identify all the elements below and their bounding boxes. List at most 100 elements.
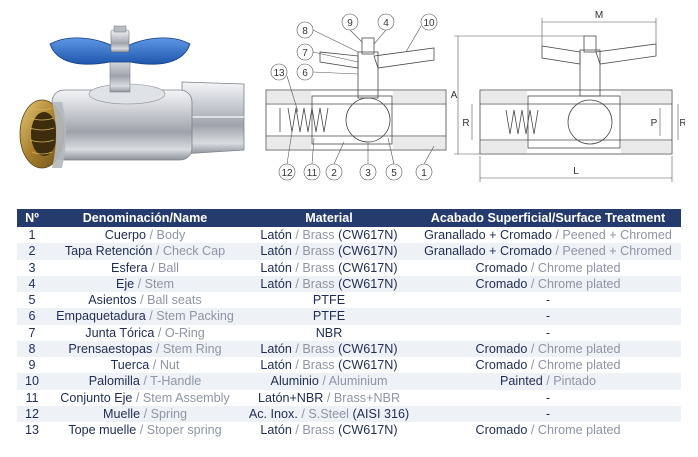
cell-number: 7 (17, 324, 47, 341)
treatment-secondary: Chrome plated (537, 260, 621, 275)
name-en: Body (156, 228, 186, 243)
material-grade: (CW617N) (338, 228, 398, 243)
cell-number: 10 (17, 373, 47, 390)
cell-number: 1 (17, 227, 47, 244)
cell-name: Tope muelle / Stoper spring (47, 422, 243, 439)
treatment-secondary: Chrome plated (537, 423, 621, 438)
cell-name: Muelle / Spring (47, 405, 243, 422)
material-es: Latón (260, 228, 292, 243)
cell-material: Latón / Brass (CW617N) (243, 275, 415, 292)
cell-material: PTFE (243, 292, 415, 309)
name-es: Eje (115, 276, 135, 291)
cell-name: Conjunto Eje / Stem Assembly (47, 389, 243, 406)
cell-material: Aluminio / Aluminium (243, 373, 415, 390)
cell-material: Latón / Brass (CW617N) (243, 227, 415, 244)
cell-surface-treatment: Granallado + Cromado / Peened + Chromed (415, 243, 681, 260)
treatment-primary: Cromado (475, 358, 528, 373)
parts-table-header: Nº Denominación/Name Material Acabado Su… (17, 209, 681, 227)
treatment-primary: Cromado (475, 423, 528, 438)
callout-13: 13 (273, 68, 285, 79)
cell-number: 11 (17, 389, 47, 406)
name-en: Nut (159, 358, 180, 373)
cell-surface-treatment: Granallado + Cromado / Peened + Chromed (415, 227, 681, 244)
cell-number: 3 (17, 259, 47, 276)
material-es: Latón (260, 276, 292, 291)
material-es: PTFE (312, 309, 346, 324)
section-drawing: 8 9 4 10 7 6 13 12 11 2 3 5 1 (265, 13, 447, 181)
callout-6: 6 (302, 68, 308, 79)
cell-name: Palomilla / T-Handle (47, 373, 243, 390)
dim-r-left: R (462, 118, 469, 129)
cell-surface-treatment: - (415, 389, 681, 406)
cell-surface-treatment: Cromado / Chrome plated (415, 259, 681, 276)
material-grade: (CW617N) (338, 244, 398, 259)
cell-number: 2 (17, 243, 47, 260)
treatment-primary: - (545, 293, 551, 308)
cell-material: NBR (243, 324, 415, 341)
dimension-drawing: M A R P R L (451, 10, 685, 182)
part-number: 4 (28, 276, 36, 291)
material-en: Brass (302, 260, 335, 275)
cell-name: Eje / Stem (47, 275, 243, 292)
part-number: 5 (28, 293, 36, 308)
cell-material: Ac. Inox. / S.Steel (AISI 316) (243, 405, 415, 422)
part-number: 13 (24, 423, 39, 438)
treatment-secondary: Peened + Chromed (562, 228, 672, 243)
part-number: 12 (24, 406, 39, 421)
part-number: 1 (28, 228, 36, 243)
material-en: Brass (302, 341, 335, 356)
treatment-primary: Cromado (475, 260, 528, 275)
cell-name: Empaquetadura / Stem Packing (47, 308, 243, 325)
name-en: Stoper spring (146, 423, 222, 438)
part-number: 3 (28, 260, 36, 275)
col-material: Material (243, 209, 415, 227)
cell-name: Cuerpo / Body (47, 227, 243, 244)
dim-a: A (451, 90, 458, 101)
name-en: Ball seats (147, 293, 202, 308)
treatment-secondary: Chrome plated (537, 341, 621, 356)
name-en: O-Ring (164, 325, 205, 340)
cell-name: Tapa Retención / Check Cap (47, 243, 243, 260)
part-number: 9 (28, 358, 36, 373)
treatment-primary: - (545, 406, 551, 421)
cell-surface-treatment: Cromado / Chrome plated (415, 340, 681, 357)
dim-r-right: R (679, 118, 685, 129)
treatment-primary: Granallado + Cromado (424, 244, 552, 259)
material-en: S.Steel (308, 406, 349, 421)
material-es: Aluminio (270, 374, 319, 389)
name-es: Tope muelle (68, 423, 137, 438)
material-es: Latón (260, 341, 292, 356)
cell-name: Prensaestopas / Stem Ring (47, 340, 243, 357)
material-en: Brass (302, 244, 335, 259)
cell-material: Latón / Brass (CW617N) (243, 340, 415, 357)
name-es: Tuerca (110, 358, 150, 373)
dim-m: M (595, 10, 603, 21)
name-en: Stem (144, 276, 175, 291)
treatment-primary: - (545, 390, 551, 405)
treatment-primary: Painted (500, 374, 543, 389)
callout-1: 1 (421, 168, 427, 179)
part-number: 10 (24, 374, 39, 389)
col-number: Nº (17, 209, 47, 227)
material-grade: (CW617N) (338, 276, 398, 291)
name-en: Stem Assembly (142, 390, 230, 405)
callout-4: 4 (383, 18, 389, 29)
name-es: Palomilla (88, 374, 140, 389)
treatment-primary: Granallado + Cromado (424, 228, 552, 243)
material-es: PTFE (312, 293, 346, 308)
material-es: Latón (260, 260, 292, 275)
material-en: Brass (302, 228, 335, 243)
material-en: Aluminium (328, 374, 388, 389)
material-es: NBR (315, 325, 343, 340)
cell-material: Latón / Brass (CW617N) (243, 357, 415, 374)
treatment-secondary: Peened + Chromed (562, 244, 672, 259)
cell-surface-treatment: Cromado / Chrome plated (415, 422, 681, 439)
